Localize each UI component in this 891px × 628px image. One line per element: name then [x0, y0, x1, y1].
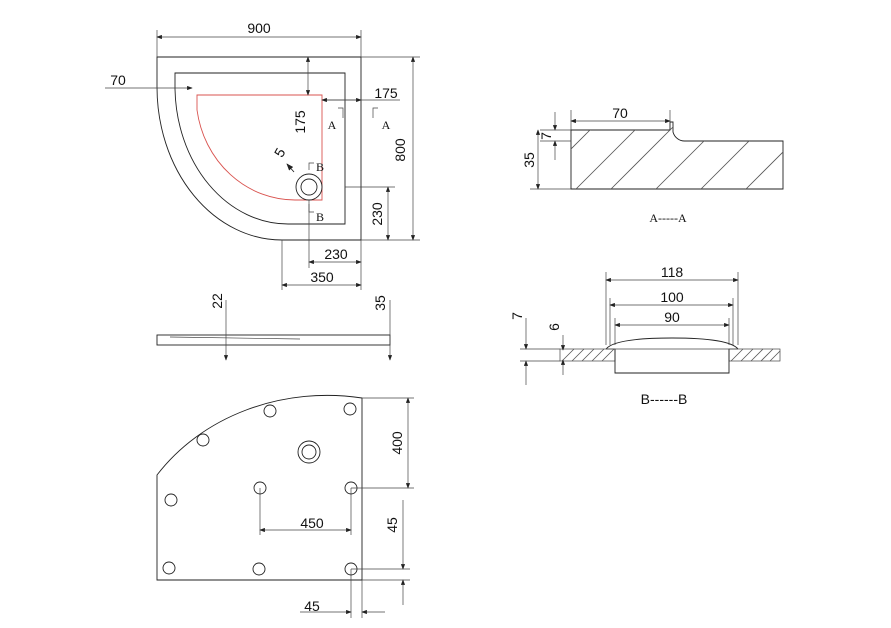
section-bb-90-label: 90 [664, 309, 680, 325]
section-bb-6-label: 6 [546, 323, 562, 331]
section-aa: 70 7 35 A-----A [521, 105, 784, 225]
section-aa-caption: A-----A [649, 211, 687, 225]
section-bb-118-label: 118 [661, 264, 684, 280]
edge-y-45-label: 45 [384, 517, 400, 533]
offset-y-175-label: 175 [292, 110, 308, 134]
section-bb-7-label: 7 [509, 312, 525, 320]
section-b-top-label: B [316, 160, 324, 174]
side-view: 22 35 [156, 293, 393, 361]
slope-5-label: 5 [271, 145, 289, 160]
leg-y-400-label: 400 [389, 431, 405, 455]
offset-x-175-label: 175 [374, 85, 398, 101]
section-bb: 118 100 90 7 6 B------B [509, 264, 781, 407]
plan-view: 900 800 70 175 175 A A B B 5 230 [105, 20, 420, 290]
tray-outline [156, 56, 362, 241]
section-aa-profile [570, 121, 784, 190]
bottom-outline [156, 394, 363, 581]
section-b-bottom-label: B [316, 210, 324, 224]
drain-outer [295, 173, 323, 201]
basin-outline [196, 94, 323, 201]
drain-y-230-label: 230 [369, 202, 385, 226]
rim-70-label: 70 [110, 72, 126, 88]
section-bb-caption: B------B [641, 391, 688, 407]
bottom-drain-outer [297, 440, 321, 464]
tray-inner-rim [174, 72, 346, 225]
section-bb-drain [614, 349, 730, 374]
section-a-right-label: A [382, 118, 391, 132]
section-aa-7-label: 7 [538, 132, 554, 140]
bottom-drain-inner [301, 444, 317, 460]
side-profile [156, 334, 391, 346]
drain-inner [300, 178, 318, 196]
drain-span-350-label: 350 [310, 269, 334, 285]
leg-x-450-label: 450 [300, 515, 324, 531]
section-bb-100-label: 100 [660, 289, 684, 305]
section-aa-35-label: 35 [521, 152, 537, 168]
thickness-22-label: 22 [209, 293, 225, 309]
section-aa-70-label: 70 [612, 105, 628, 121]
thickness-35-label: 35 [372, 295, 388, 311]
edge-x-45-label: 45 [304, 598, 320, 614]
bottom-view: 400 450 45 45 [156, 394, 414, 618]
drain-x-230-label: 230 [324, 246, 348, 262]
section-a-left-label: A [328, 118, 337, 132]
width-900-label: 900 [247, 20, 271, 36]
depth-800-label: 800 [392, 138, 408, 162]
